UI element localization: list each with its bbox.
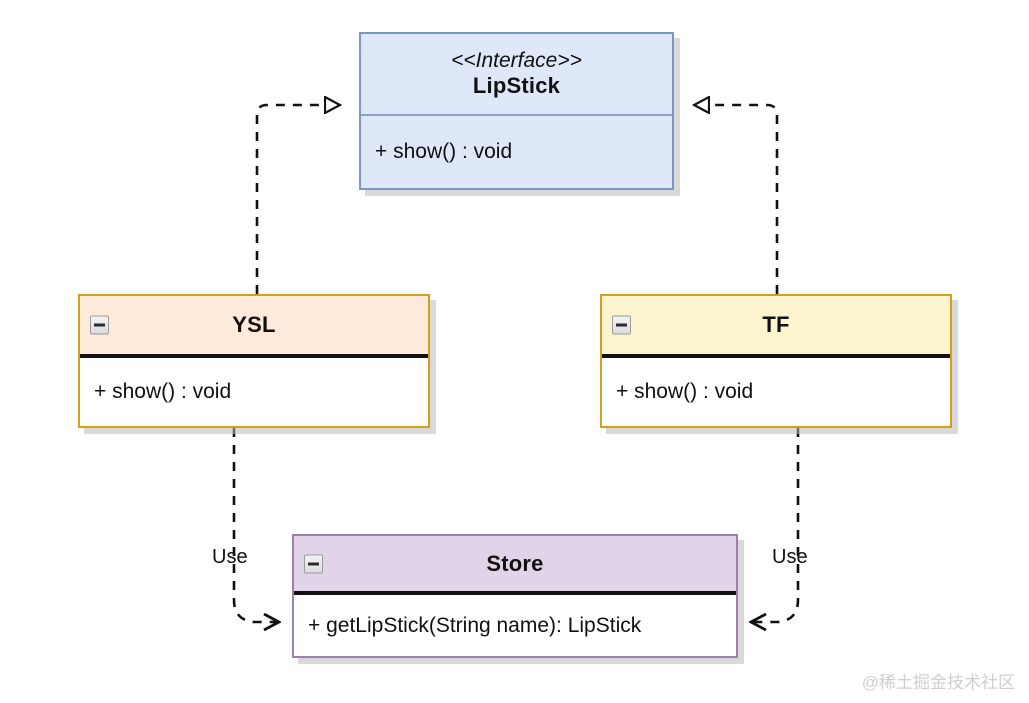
minus-icon[interactable]	[304, 554, 323, 573]
class-name-label: Store	[486, 550, 544, 576]
minus-icon[interactable]	[612, 315, 631, 335]
member-row: + getLipStick(String name): LipStick	[308, 613, 642, 637]
edge-ysl-uses-store	[232, 428, 278, 622]
class-box-lipstick[interactable]: <<Interface>> LipStick + show() : void	[359, 32, 680, 196]
box-frame: TF + show() : void	[600, 294, 952, 428]
class-header-store: Store	[294, 536, 736, 591]
class-box-ysl[interactable]: YSL + show() : void	[78, 294, 436, 434]
class-name-label: TF	[762, 312, 790, 337]
class-header-lipstick: <<Interface>> LipStick	[361, 34, 672, 114]
edge-label-use-right: Use	[772, 546, 808, 568]
class-members-tf: + show() : void	[602, 358, 950, 426]
edge-tf-uses-store	[752, 428, 800, 622]
compartment-divider	[294, 591, 736, 595]
class-members-ysl: + show() : void	[80, 358, 428, 426]
compartment-divider	[80, 354, 428, 358]
member-row: + show() : void	[94, 380, 232, 403]
class-box-tf[interactable]: TF + show() : void	[600, 294, 958, 434]
box-frame: Store + getLipStick(String name): LipSti…	[292, 534, 738, 658]
box-frame: YSL + show() : void	[78, 294, 430, 428]
class-header-ysl: YSL	[80, 296, 428, 354]
edge-label-use-left: Use	[212, 546, 248, 568]
watermark-text: @稀土掘金技术社区	[861, 673, 1015, 692]
member-row: + show() : void	[375, 140, 513, 163]
class-name-label: YSL	[232, 312, 276, 337]
box-frame: <<Interface>> LipStick + show() : void	[359, 32, 674, 190]
class-name-label: LipStick	[472, 72, 561, 98]
stereotype-label: <<Interface>>	[451, 48, 582, 72]
class-box-store[interactable]: Store + getLipStick(String name): LipSti…	[292, 534, 744, 664]
minus-icon[interactable]	[90, 315, 109, 335]
class-members-lipstick: + show() : void	[361, 116, 672, 188]
class-members-store: + getLipStick(String name): LipStick	[294, 595, 736, 656]
compartment-divider	[361, 114, 672, 116]
class-header-tf: TF	[602, 296, 950, 354]
edge-ysl-implements-lipstick	[255, 105, 340, 294]
member-row: + show() : void	[616, 380, 754, 403]
compartment-divider	[602, 354, 950, 358]
edge-tf-implements-lipstick	[694, 105, 779, 294]
